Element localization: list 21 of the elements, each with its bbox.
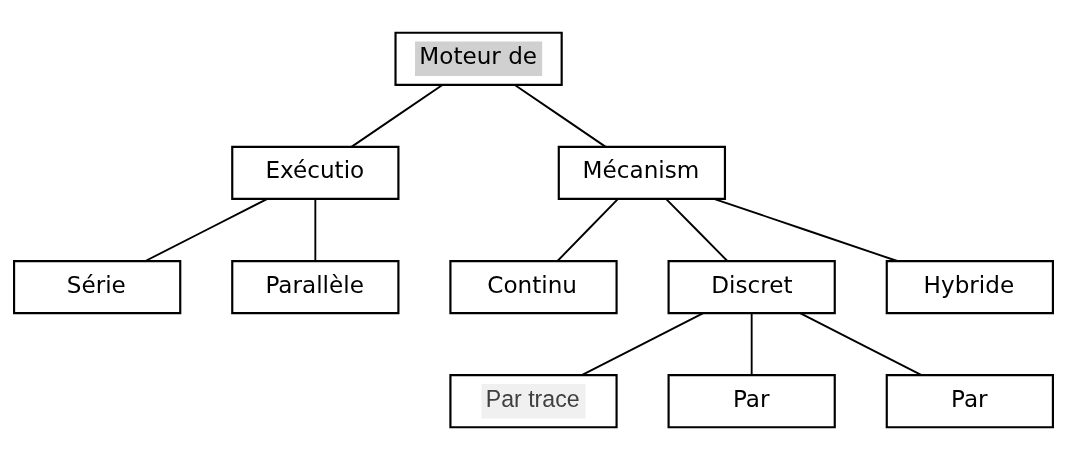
node-box: Moteur de — [394, 31, 563, 86]
node-box: Par — [667, 373, 836, 428]
node-box: Par — [885, 373, 1054, 428]
node-box: Mécanism — [557, 145, 727, 200]
connector — [350, 83, 444, 148]
connector — [314, 197, 317, 262]
connector — [513, 83, 607, 148]
node-box: Exécutio — [231, 145, 400, 200]
node-box: Discret — [667, 259, 836, 314]
connector — [799, 311, 923, 376]
connector — [580, 311, 705, 376]
connector — [144, 197, 268, 262]
node-box: Hybride — [885, 259, 1054, 314]
connector — [665, 197, 729, 262]
node-box: Série — [13, 259, 182, 314]
node-box: Parallèle — [231, 259, 400, 314]
connector — [556, 197, 619, 262]
connector — [713, 197, 899, 262]
node-box: Continu — [449, 259, 618, 314]
node-box: Par trace — [449, 373, 618, 428]
connector — [750, 311, 753, 376]
